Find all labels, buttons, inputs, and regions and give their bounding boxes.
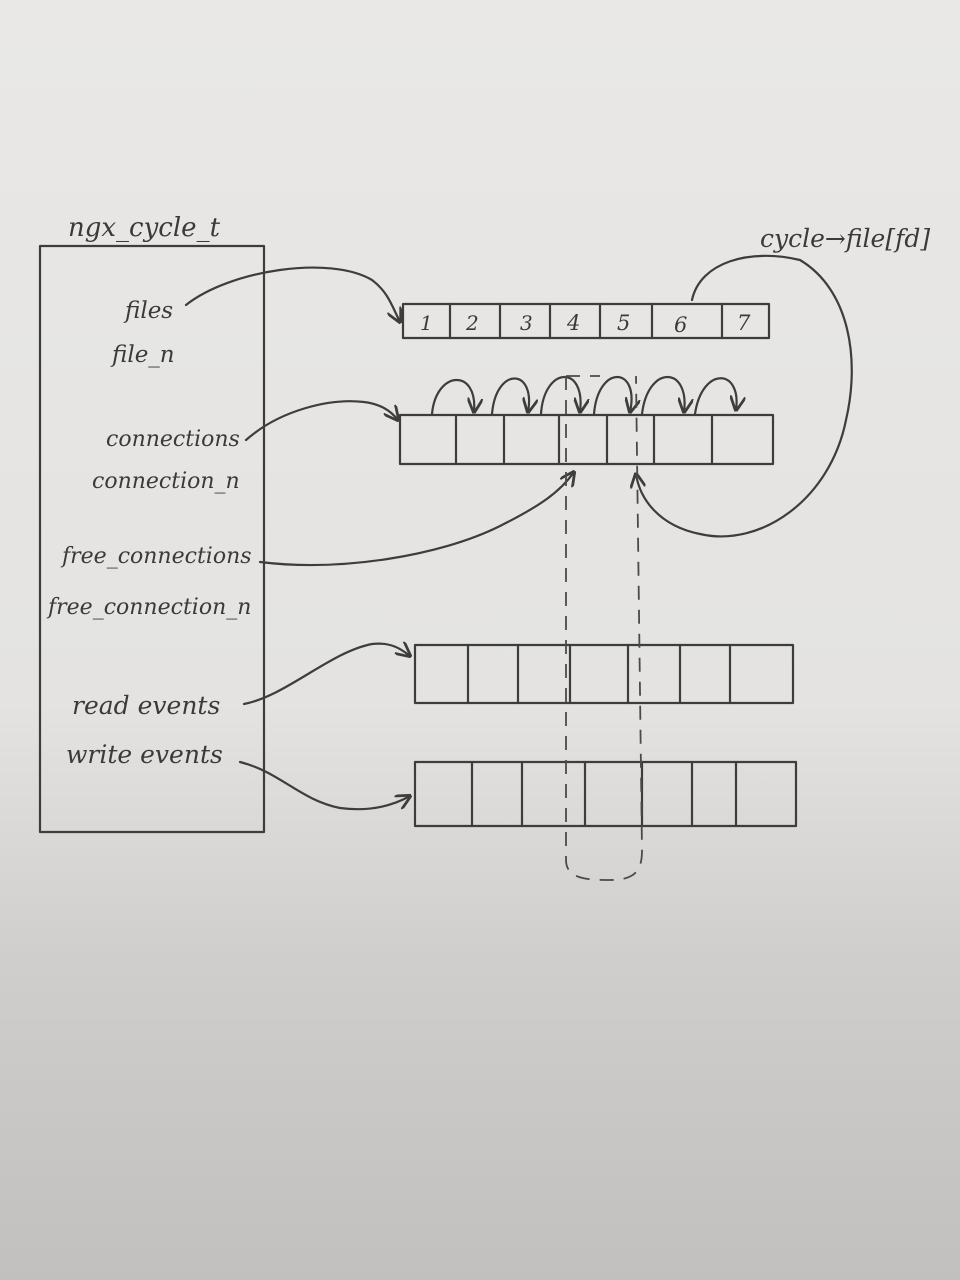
field-write-events: write events	[66, 740, 223, 769]
read-events-array	[413, 643, 795, 705]
read-events-pointer-arrow	[242, 644, 410, 706]
files-pointer-arrow	[184, 266, 400, 322]
file-to-connection-arrow	[636, 254, 853, 538]
connections-pointer-arrow	[244, 400, 398, 442]
file-fd-annotation: cycle→file[fd]	[760, 224, 930, 253]
write-events-pointer-arrow	[238, 760, 410, 811]
files-cell-2: 2	[465, 311, 479, 335]
field-connections: connections	[106, 427, 240, 452]
struct-title: ngx_cycle_t	[68, 213, 221, 243]
files-cell-6: 6	[674, 313, 687, 337]
field-free-connections: free_connections	[60, 544, 252, 569]
field-free-connection-n: free_connection_n	[46, 595, 251, 620]
field-connection-n: connection_n	[92, 469, 240, 494]
files-cell-1: 1	[420, 311, 433, 335]
files-cell-4: 4	[566, 311, 580, 335]
files-cell-5: 5	[617, 311, 630, 335]
field-file-n: file_n	[110, 342, 175, 368]
struct-box	[38, 244, 266, 834]
connection-to-events-dashed	[565, 375, 643, 881]
write-events-array	[413, 760, 798, 828]
files-cell-3: 3	[520, 311, 533, 335]
connections-array	[398, 413, 775, 466]
field-read-events: read events	[72, 691, 220, 720]
free-list-links	[430, 375, 737, 414]
files-cell-7: 7	[737, 311, 751, 335]
field-files: files	[123, 298, 173, 324]
free-connections-pointer-arrow	[258, 472, 574, 567]
files-array: 1 2 3 4 5 6 7	[401, 302, 771, 340]
